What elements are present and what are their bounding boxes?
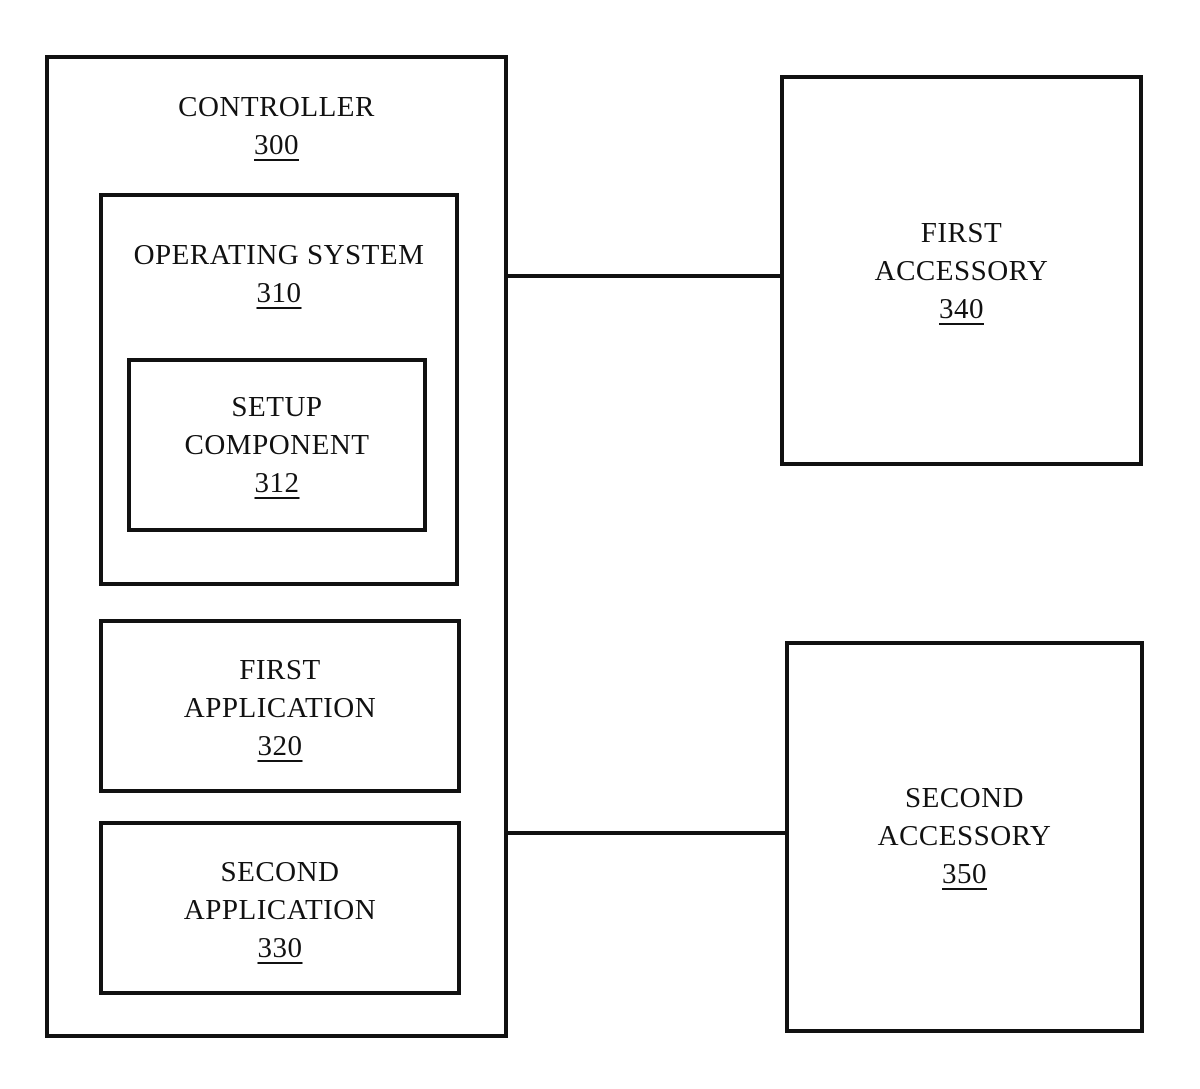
first-accessory-label-line1: FIRST xyxy=(920,217,1003,249)
second-application-label-line1: SECOND xyxy=(220,856,340,888)
controller-label: CONTROLLER 300 xyxy=(45,88,508,164)
first-application-box xyxy=(99,619,461,793)
operating-system-label-line: OPERATING SYSTEM xyxy=(133,239,425,271)
second-application-ref-number: 330 xyxy=(257,932,303,964)
second-application-box xyxy=(99,821,461,995)
first-accessory-box xyxy=(780,75,1143,466)
second-application-label: SECOND APPLICATION 330 xyxy=(99,853,461,967)
controller-ref-number: 300 xyxy=(254,129,299,161)
setup-component-label-line2: COMPONENT xyxy=(184,429,370,461)
second-accessory-ref-number: 350 xyxy=(942,858,987,890)
operating-system-box xyxy=(99,193,459,586)
second-accessory-label: SECOND ACCESSORY 350 xyxy=(785,779,1144,893)
setup-component-box xyxy=(127,358,427,532)
connector-controller-to-second-accessory xyxy=(508,831,785,835)
setup-component-label-line1: SETUP xyxy=(231,391,323,423)
second-application-label-line2: APPLICATION xyxy=(183,894,377,926)
second-accessory-label-line1: SECOND xyxy=(904,782,1024,814)
first-accessory-label-line2: ACCESSORY xyxy=(874,255,1049,287)
first-application-label: FIRST APPLICATION 320 xyxy=(99,651,461,765)
first-application-ref-number: 320 xyxy=(257,730,303,762)
first-accessory-label: FIRST ACCESSORY 340 xyxy=(780,214,1143,328)
setup-component-ref-number: 312 xyxy=(254,467,300,499)
second-accessory-box xyxy=(785,641,1144,1033)
first-application-label-line2: APPLICATION xyxy=(183,692,377,724)
controller-box xyxy=(45,55,508,1038)
first-application-label-line1: FIRST xyxy=(239,654,321,686)
second-accessory-label-line2: ACCESSORY xyxy=(877,820,1052,852)
operating-system-label: OPERATING SYSTEM 310 xyxy=(99,236,459,312)
controller-label-line: CONTROLLER xyxy=(178,91,375,123)
connector-controller-to-first-accessory xyxy=(508,274,780,278)
setup-component-label: SETUP COMPONENT 312 xyxy=(127,388,427,502)
operating-system-ref-number: 310 xyxy=(256,277,302,309)
first-accessory-ref-number: 340 xyxy=(939,293,984,325)
